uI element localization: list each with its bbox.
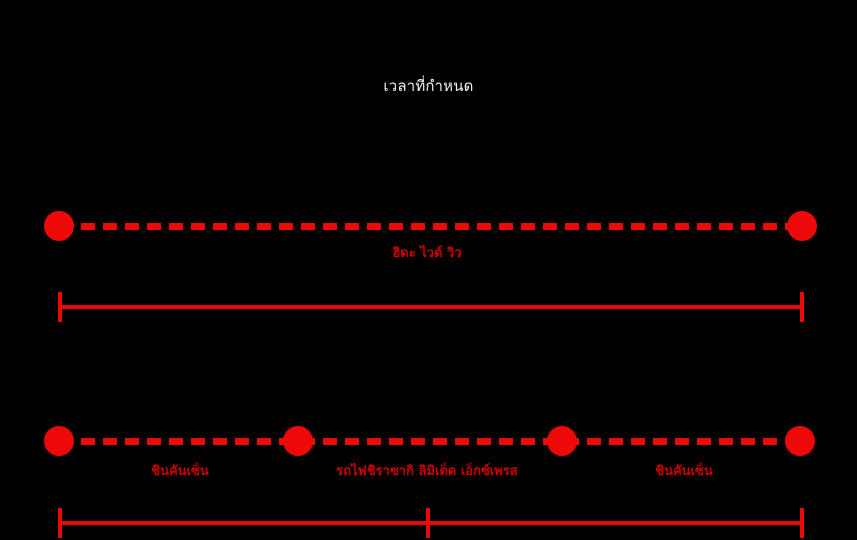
measure-bottom [58,508,804,538]
measure-bottom-rule [60,521,802,525]
measure-top-rule [60,305,802,309]
node-bottom-third[interactable] [547,426,577,456]
route-top [0,210,857,244]
node-bottom-second[interactable] [283,426,313,456]
measure-top-tick-start [58,292,62,322]
measure-top-tick-end [800,292,804,322]
route-bottom [0,425,857,459]
segment-label-shinkansen-right: ชินคันเซ็น [655,464,713,479]
segment-label-hida-wide-view: ฮิดะ ไวด์ วิว [392,246,462,261]
measure-bottom-tick-start [58,508,62,538]
node-bottom-start[interactable] [44,426,74,456]
node-bottom-end[interactable] [785,426,815,456]
node-top-start[interactable] [44,211,74,241]
node-top-end[interactable] [787,211,817,241]
segment-label-shirasagi-limited-express: รถไฟชิราซากิ ลิมิเต็ด เอ็กซ์เพรส [336,464,518,479]
segment-label-shinkansen-left: ชินคันเซ็น [151,464,209,479]
route-bottom-dashed-line [59,438,800,445]
page-title: เวลาที่กำหนด [383,77,474,95]
route-top-dashed-line [59,223,802,230]
measure-bottom-tick-middle [426,508,430,538]
measure-top [58,292,804,322]
measure-bottom-tick-end [800,508,804,538]
